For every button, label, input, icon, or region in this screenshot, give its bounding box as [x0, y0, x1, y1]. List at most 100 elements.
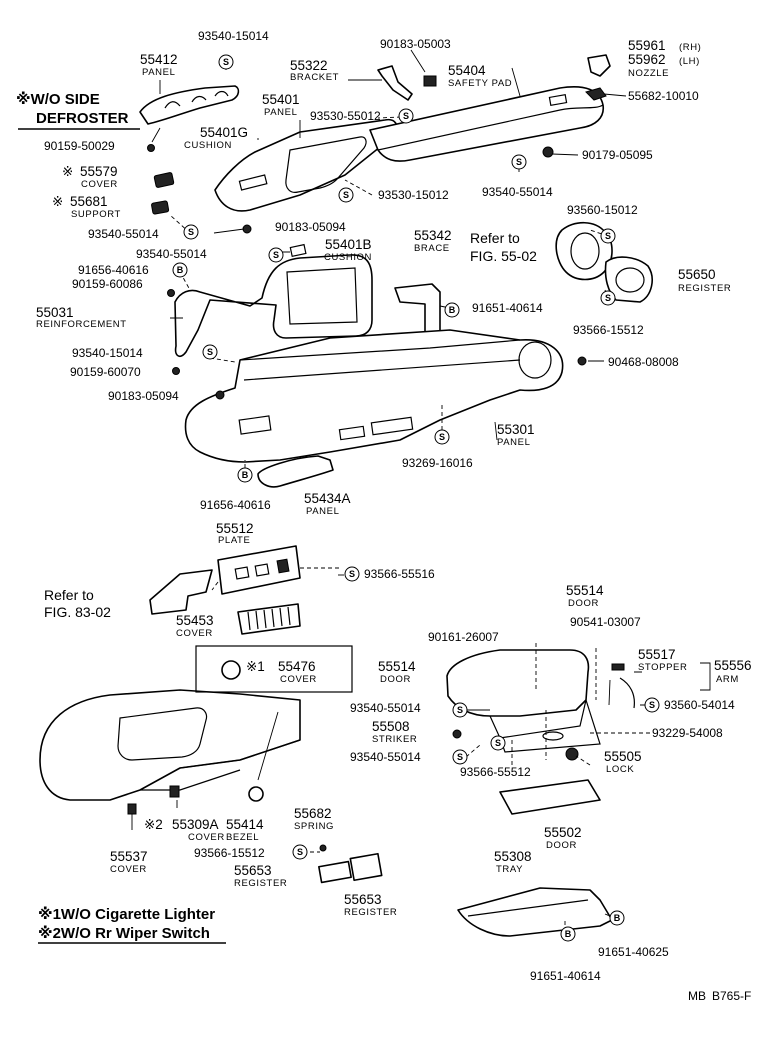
part-90183-05003	[423, 75, 437, 87]
label-55401b: 55401B	[325, 237, 372, 252]
fastener-symbol-letter: S	[516, 157, 522, 167]
label-91651-40614a: 91651-40614	[472, 301, 543, 315]
fastener-symbol-letter: B	[242, 470, 249, 480]
part-55512-plate	[217, 545, 301, 595]
part-55682-spring	[319, 844, 327, 852]
label-90541-03007: 90541-03007	[570, 615, 641, 629]
bolt-symbol-icon	[560, 926, 576, 942]
fastener-symbol-letter: S	[273, 250, 279, 260]
leader-lines	[131, 49, 711, 932]
label-55322: 55322	[290, 58, 328, 73]
part-55505-lock	[565, 747, 579, 761]
part-55301-hole1	[370, 416, 414, 436]
label-55682: 55682	[294, 806, 332, 821]
fastener-symbol-letter: S	[403, 111, 409, 121]
label-93566-55516: 93566-55516	[364, 567, 435, 581]
part-55404-edge	[377, 104, 604, 151]
screw-symbol-icon	[183, 224, 199, 240]
fastener-symbol-letter: S	[223, 57, 229, 67]
part-55322-bracket	[377, 65, 413, 101]
label-55556: 55556	[714, 658, 752, 673]
part-dash-window	[117, 707, 208, 761]
part-55308-lip	[467, 899, 589, 917]
caption-55476: COVER	[280, 674, 317, 685]
label-93229-54008: 93229-54008	[652, 726, 723, 740]
leader	[634, 662, 711, 691]
part-55401-window	[285, 136, 367, 193]
screw-symbol-icon	[644, 697, 660, 713]
caption-55682: SPRING	[294, 821, 334, 832]
part-55414-bezel	[248, 786, 264, 802]
label-55962: 55962	[628, 52, 666, 67]
fastener-symbol-letter: S	[457, 705, 463, 715]
caption-nozzle: NOZZLE	[628, 68, 669, 79]
leader	[551, 93, 627, 156]
screw-symbol-icon	[268, 247, 284, 263]
part-55301-hole2	[338, 425, 366, 441]
label-93560-54014: 93560-54014	[664, 698, 735, 712]
part-dash-overview	[39, 689, 301, 801]
caption-55309a: COVER	[188, 832, 225, 843]
part-55031-reinforcement	[174, 254, 373, 358]
part-55476-cover	[221, 660, 241, 680]
label-90159-60070: 90159-60070	[70, 365, 141, 379]
label-55342: 55342	[414, 228, 452, 243]
part-55401b-cushion	[289, 243, 307, 258]
part-55650-register	[555, 221, 613, 281]
mark-55681: ※	[52, 194, 63, 209]
label-93530-15012: 93530-15012	[378, 188, 449, 202]
leader	[535, 643, 597, 760]
part-55301-vent	[518, 341, 552, 379]
part-55512-switch2	[254, 563, 270, 577]
caption-55453: COVER	[176, 628, 213, 639]
label-90183-05094b: 90183-05094	[108, 389, 179, 403]
label-lh: (LH)	[679, 56, 700, 67]
label-55308: 55308	[494, 849, 532, 864]
note-wo-side: ※W/O SIDE	[16, 90, 100, 108]
part-55434a-panel	[257, 455, 334, 488]
caption-55505: LOCK	[606, 764, 634, 775]
label-55514a: 55514	[566, 583, 604, 598]
ref-55-02-b: FIG. 55-02	[470, 248, 537, 264]
legend-1: ※1W/O Cigarette Lighter	[38, 905, 215, 923]
fastener-symbol-letter: S	[343, 190, 349, 200]
label-55412: 55412	[140, 52, 178, 67]
leader	[348, 49, 521, 97]
caption-55650: REGISTER	[678, 283, 731, 294]
label-93530-55012: 93530-55012	[310, 109, 381, 123]
part-55961-nozzle	[587, 54, 611, 77]
caption-55517: STOPPER	[638, 662, 687, 673]
label-mb: MB	[688, 989, 706, 1003]
caption-55537: COVER	[110, 864, 147, 875]
label-90159-50029: 90159-50029	[44, 139, 115, 153]
screw-symbol-icon	[344, 566, 360, 582]
part-90159-60070	[172, 367, 180, 375]
part-55517-stopper	[611, 663, 625, 671]
label-55031: 55031	[36, 305, 74, 320]
label-90183-05003: 90183-05003	[380, 37, 451, 51]
screw-symbol-icon	[398, 108, 414, 124]
part-90183-05094a	[242, 224, 252, 234]
caption-55579: COVER	[81, 179, 118, 190]
label-91656-40616b: 91656-40616	[200, 498, 271, 512]
label-93269-16016: 93269-16016	[402, 456, 473, 470]
label-code: B765-F	[712, 989, 751, 1003]
part-90159-50029	[147, 144, 155, 152]
label-55434a: 55434A	[304, 491, 351, 506]
label-55453: 55453	[176, 613, 214, 628]
part-55682-10010	[585, 87, 607, 101]
part-55512-switch3	[276, 558, 290, 574]
label-93540-15014b: 93540-15014	[72, 346, 143, 360]
part-55556-arm	[619, 677, 635, 709]
label-90468-08008: 90468-08008	[608, 355, 679, 369]
label-55537: 55537	[110, 849, 148, 864]
fastener-symbol-letter: B	[449, 305, 456, 315]
label-91651-40614b: 91651-40614	[530, 969, 601, 983]
label-55401: 55401	[262, 92, 300, 107]
label-90161-26007: 90161-26007	[428, 630, 499, 644]
label-55650: 55650	[678, 267, 716, 282]
caption-55514b: DOOR	[380, 674, 411, 685]
part-55502-door	[499, 779, 601, 815]
label-55653b: 55653	[344, 892, 382, 907]
part-55453-cover	[237, 603, 301, 635]
